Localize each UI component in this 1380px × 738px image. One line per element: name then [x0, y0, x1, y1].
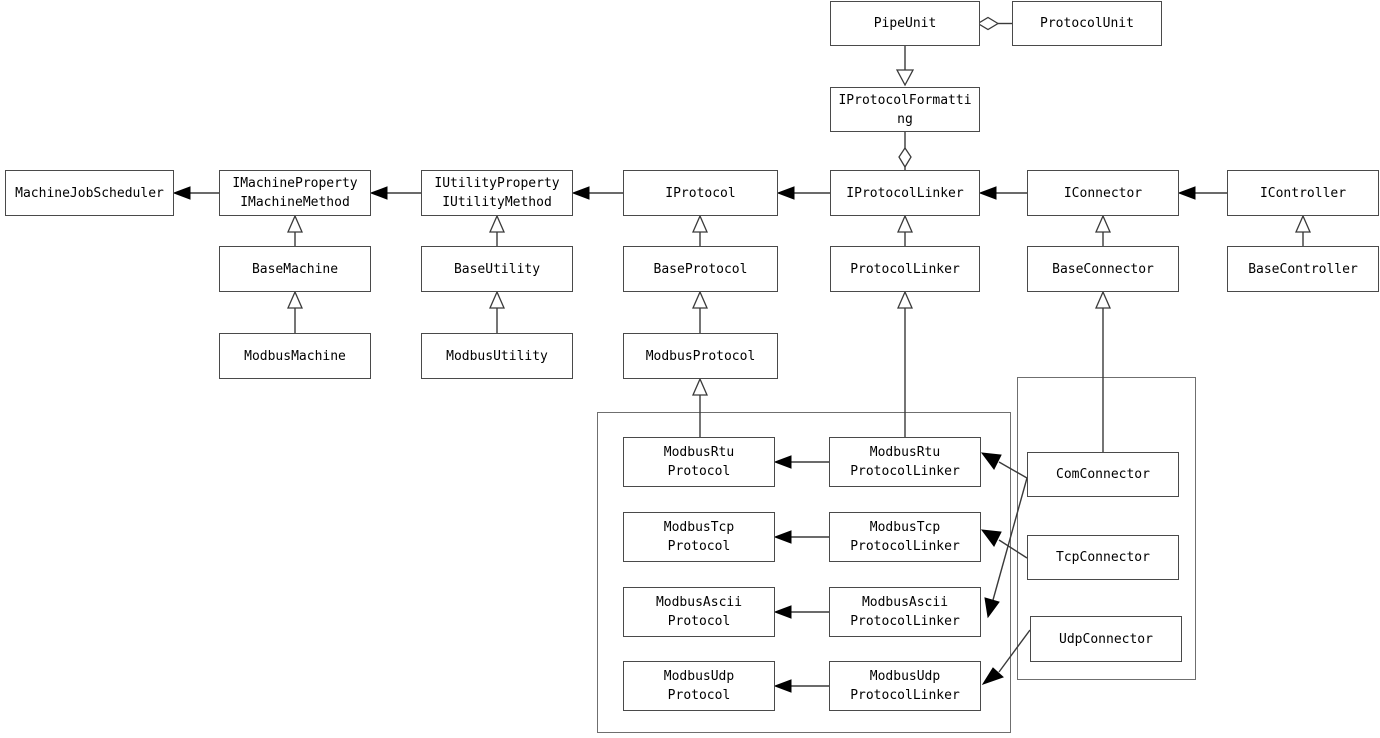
solid-arrow-icon — [571, 186, 590, 200]
solid-arrow-icon — [776, 186, 795, 200]
class-node-iutilityproperty[interactable]: IUtilityProperty IUtilityMethod — [421, 170, 573, 216]
class-node-basemachine[interactable]: BaseMachine — [219, 246, 371, 292]
hollow-triangle-icon — [489, 290, 505, 309]
class-node-pipeunit[interactable]: PipeUnit — [830, 1, 980, 46]
solid-arrow-icon — [1177, 186, 1196, 200]
class-node-basecontroller[interactable]: BaseController — [1227, 246, 1379, 292]
class-node-machinejobscheduler[interactable]: MachineJobScheduler — [5, 170, 174, 216]
class-node-imachineproperty[interactable]: IMachineProperty IMachineMethod — [219, 170, 371, 216]
class-node-modbusmachine[interactable]: ModbusMachine — [219, 333, 371, 379]
class-node-tcpconnector[interactable]: TcpConnector — [1027, 535, 1179, 580]
hollow-triangle-icon — [287, 214, 303, 233]
class-node-protocolunit[interactable]: ProtocolUnit — [1012, 1, 1162, 46]
class-node-baseutility[interactable]: BaseUtility — [421, 246, 573, 292]
class-node-modbustcpprotocollinker[interactable]: ModbusTcp ProtocolLinker — [829, 512, 981, 562]
hollow-diamond-icon — [976, 16, 1000, 31]
hollow-triangle-icon — [692, 214, 708, 233]
class-node-modbusudpprotocol[interactable]: ModbusUdp Protocol — [623, 661, 775, 711]
hollow-triangle-icon — [692, 290, 708, 309]
class-node-modbusasciiprotocollinker[interactable]: ModbusAscii ProtocolLinker — [829, 587, 981, 637]
class-node-iprotocol[interactable]: IProtocol — [623, 170, 778, 216]
class-node-modbusrtuprotocol[interactable]: ModbusRtu Protocol — [623, 437, 775, 487]
class-node-iconnector[interactable]: IConnector — [1027, 170, 1179, 216]
hollow-triangle-icon — [1095, 214, 1111, 233]
class-node-modbustcpprotocol[interactable]: ModbusTcp Protocol — [623, 512, 775, 562]
class-node-modbusprotocol[interactable]: ModbusProtocol — [623, 333, 778, 379]
hollow-triangle-icon — [287, 290, 303, 309]
solid-arrow-icon — [369, 186, 388, 200]
class-node-baseconnector[interactable]: BaseConnector — [1027, 246, 1179, 292]
class-node-modbusasciiprotocol[interactable]: ModbusAscii Protocol — [623, 587, 775, 637]
class-node-iprotocollinker[interactable]: IProtocolLinker — [830, 170, 980, 216]
class-node-protocollinker[interactable]: ProtocolLinker — [830, 246, 980, 292]
hollow-triangle-icon — [692, 377, 708, 396]
class-node-modbusutility[interactable]: ModbusUtility — [421, 333, 573, 379]
class-node-iprotocolformatting[interactable]: IProtocolFormatti ng — [830, 87, 980, 132]
hollow-diamond-icon — [898, 146, 912, 169]
hollow-triangle-icon — [1295, 214, 1311, 233]
class-node-icontroller[interactable]: IController — [1227, 170, 1379, 216]
class-node-modbusudpprotocollinker[interactable]: ModbusUdp ProtocolLinker — [829, 661, 981, 711]
class-node-modbusrtuprotocollinker[interactable]: ModbusRtu ProtocolLinker — [829, 437, 981, 487]
hollow-triangle-icon — [895, 69, 915, 87]
class-node-baseprotocol[interactable]: BaseProtocol — [623, 246, 778, 292]
hollow-triangle-icon — [1095, 290, 1111, 309]
solid-arrow-icon — [978, 186, 997, 200]
class-node-comconnector[interactable]: ComConnector — [1027, 452, 1179, 497]
solid-arrow-icon — [172, 186, 191, 200]
hollow-triangle-icon — [897, 290, 913, 309]
class-node-udpconnector[interactable]: UdpConnector — [1030, 616, 1182, 662]
hollow-triangle-icon — [897, 214, 913, 233]
hollow-triangle-icon — [489, 214, 505, 233]
